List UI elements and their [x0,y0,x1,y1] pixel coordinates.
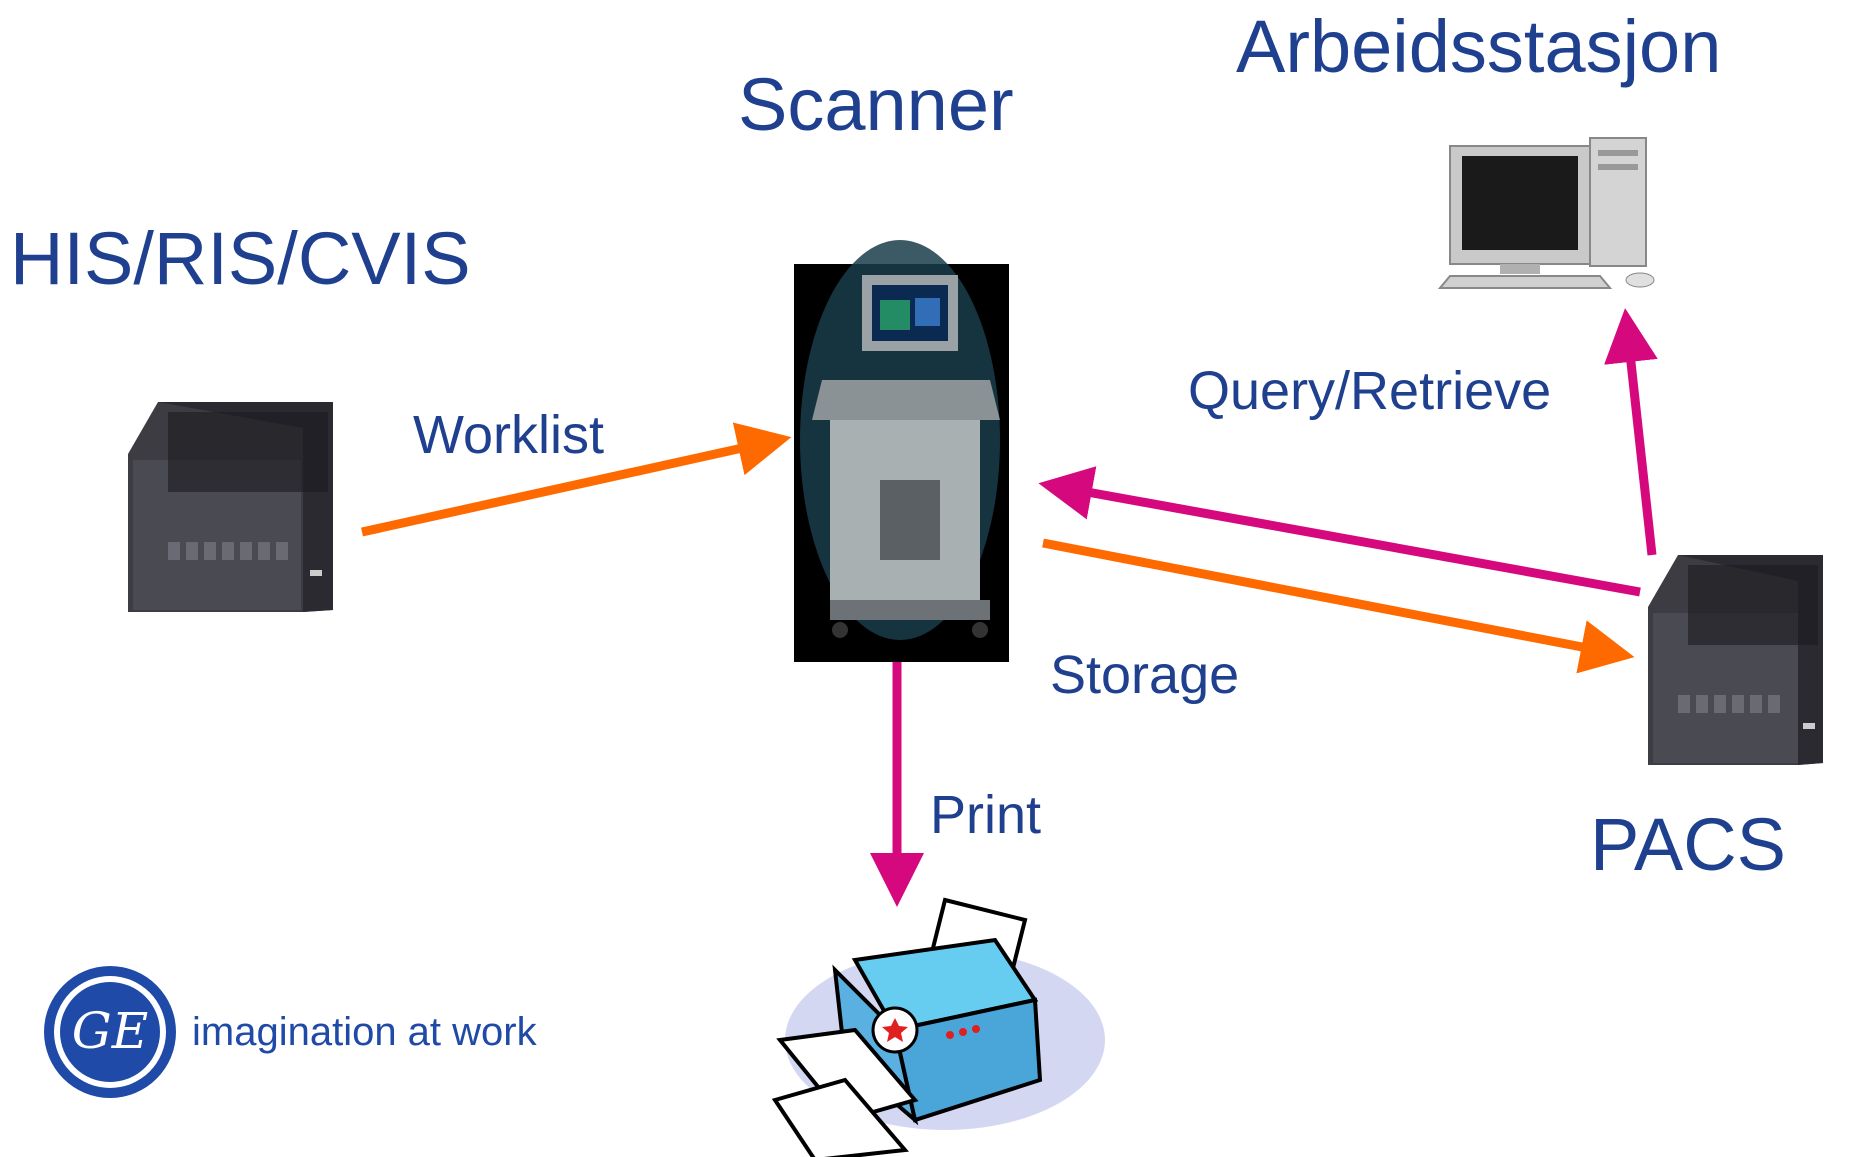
worklist-arrow [361,422,792,537]
scanner-label: Scanner [738,63,1014,146]
ge-monogram: GE [72,1002,148,1060]
worklist-label: Worklist [413,405,605,465]
ge-logo: GE imagination at work [40,962,560,1102]
workstation-label: Arbeidsstasjon [1236,5,1722,88]
print-label: Print [930,785,1042,845]
his-label: HIS/RIS/CVIS [10,217,471,300]
ge-tagline: imagination at work [192,1010,537,1054]
query-retrieve-arrow [1604,308,1658,556]
storage-arrow [1042,538,1635,674]
storage-label: Storage [1050,645,1240,705]
ge-monogram-icon: GE [44,966,176,1098]
retrieve-arrow [1038,466,1641,597]
query-retrieve-label: Query/Retrieve [1188,361,1552,421]
pacs-label: PACS [1590,803,1787,886]
